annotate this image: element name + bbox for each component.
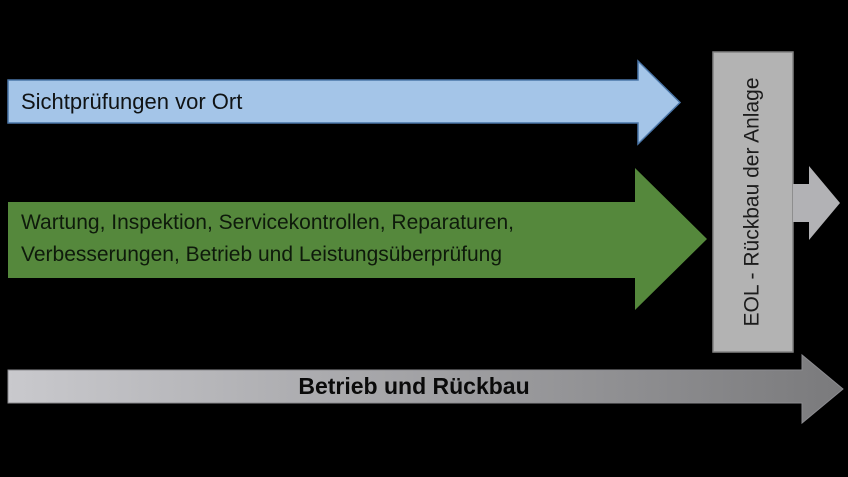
operation-arrow [7,353,844,425]
maintenance-label-line1: Wartung, Inspektion, Servicekontrollen, … [21,211,514,234]
eol-box [712,51,794,353]
visual-inspection-arrow [7,59,682,146]
operation-label: Betrieb und Rückbau [298,373,530,399]
eol-box-label: EOL - Rückbau der Anlage [741,77,765,327]
maintenance-arrow [8,168,707,310]
maintenance-label-line2: Verbesserungen, Betrieb und Leistungsübe… [21,243,503,266]
eol-exit-arrow [793,166,840,240]
visual-inspection-label: Sichtprüfungen vor Ort [21,89,243,114]
maintenance-label: Wartung, Inspektion, Servicekontrollen, … [21,207,514,271]
eol-box-label-wrap: EOL - Rückbau der Anlage [713,52,793,352]
